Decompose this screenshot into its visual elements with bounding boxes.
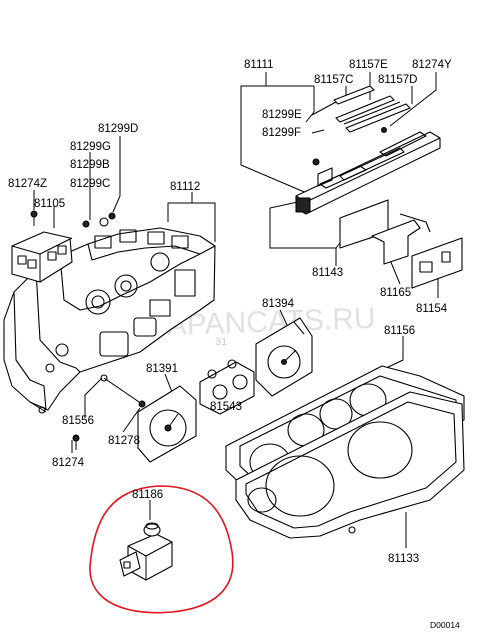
label-81105: 81105 xyxy=(34,198,65,210)
label-81157C: 81157C xyxy=(314,74,353,86)
part-81165-bracket xyxy=(371,213,431,265)
watermark-small: 31 xyxy=(215,336,227,348)
label-81299C: 81299C xyxy=(70,178,110,190)
label-81391: 81391 xyxy=(146,363,178,375)
label-81157E: 81157E xyxy=(349,59,388,71)
label-81556: 81556 xyxy=(62,415,94,427)
part-pins xyxy=(100,374,146,408)
label-81143: 81143 xyxy=(312,267,343,279)
part-81154-panel xyxy=(411,237,463,289)
screws-and-bulbs xyxy=(30,127,387,450)
part-81391-gauge xyxy=(137,385,197,463)
label-81543: 81543 xyxy=(210,401,242,413)
label-81165: 81165 xyxy=(380,287,411,299)
label-81274: 81274 xyxy=(52,457,85,469)
label-81299F: 81299F xyxy=(262,127,301,139)
diagram-code: D00014 xyxy=(430,620,460,630)
highlight-circle xyxy=(89,485,234,614)
label-81274Z: 81274Z xyxy=(8,178,47,190)
part-81105-connector xyxy=(11,231,73,283)
label-81112: 81112 xyxy=(170,181,200,193)
label-81154: 81154 xyxy=(416,303,448,315)
label-81157D: 81157D xyxy=(378,74,417,86)
label-81299E: 81299E xyxy=(262,109,302,121)
part-labels: 81111 81157E 81274Y 81157C 81157D 81299E… xyxy=(8,59,452,565)
label-81278: 81278 xyxy=(108,435,140,447)
label-81299B: 81299B xyxy=(70,159,110,171)
label-81186: 81186 xyxy=(132,489,163,501)
label-81299D: 81299D xyxy=(98,123,138,135)
part-81186-sensor xyxy=(119,522,173,581)
part-81133-bezel xyxy=(235,391,465,539)
part-81111-circuit-bar xyxy=(295,131,441,215)
label-81111: 81111 xyxy=(244,59,273,71)
label-81156: 81156 xyxy=(384,325,415,337)
part-81394-gauge xyxy=(255,317,313,397)
part-81157-strips xyxy=(333,85,411,133)
label-81299G: 81299G xyxy=(70,141,111,153)
label-81133: 81133 xyxy=(388,553,419,565)
part-81543-gauges xyxy=(199,359,255,415)
label-81274Y: 81274Y xyxy=(412,59,452,71)
label-81394: 81394 xyxy=(262,298,295,310)
